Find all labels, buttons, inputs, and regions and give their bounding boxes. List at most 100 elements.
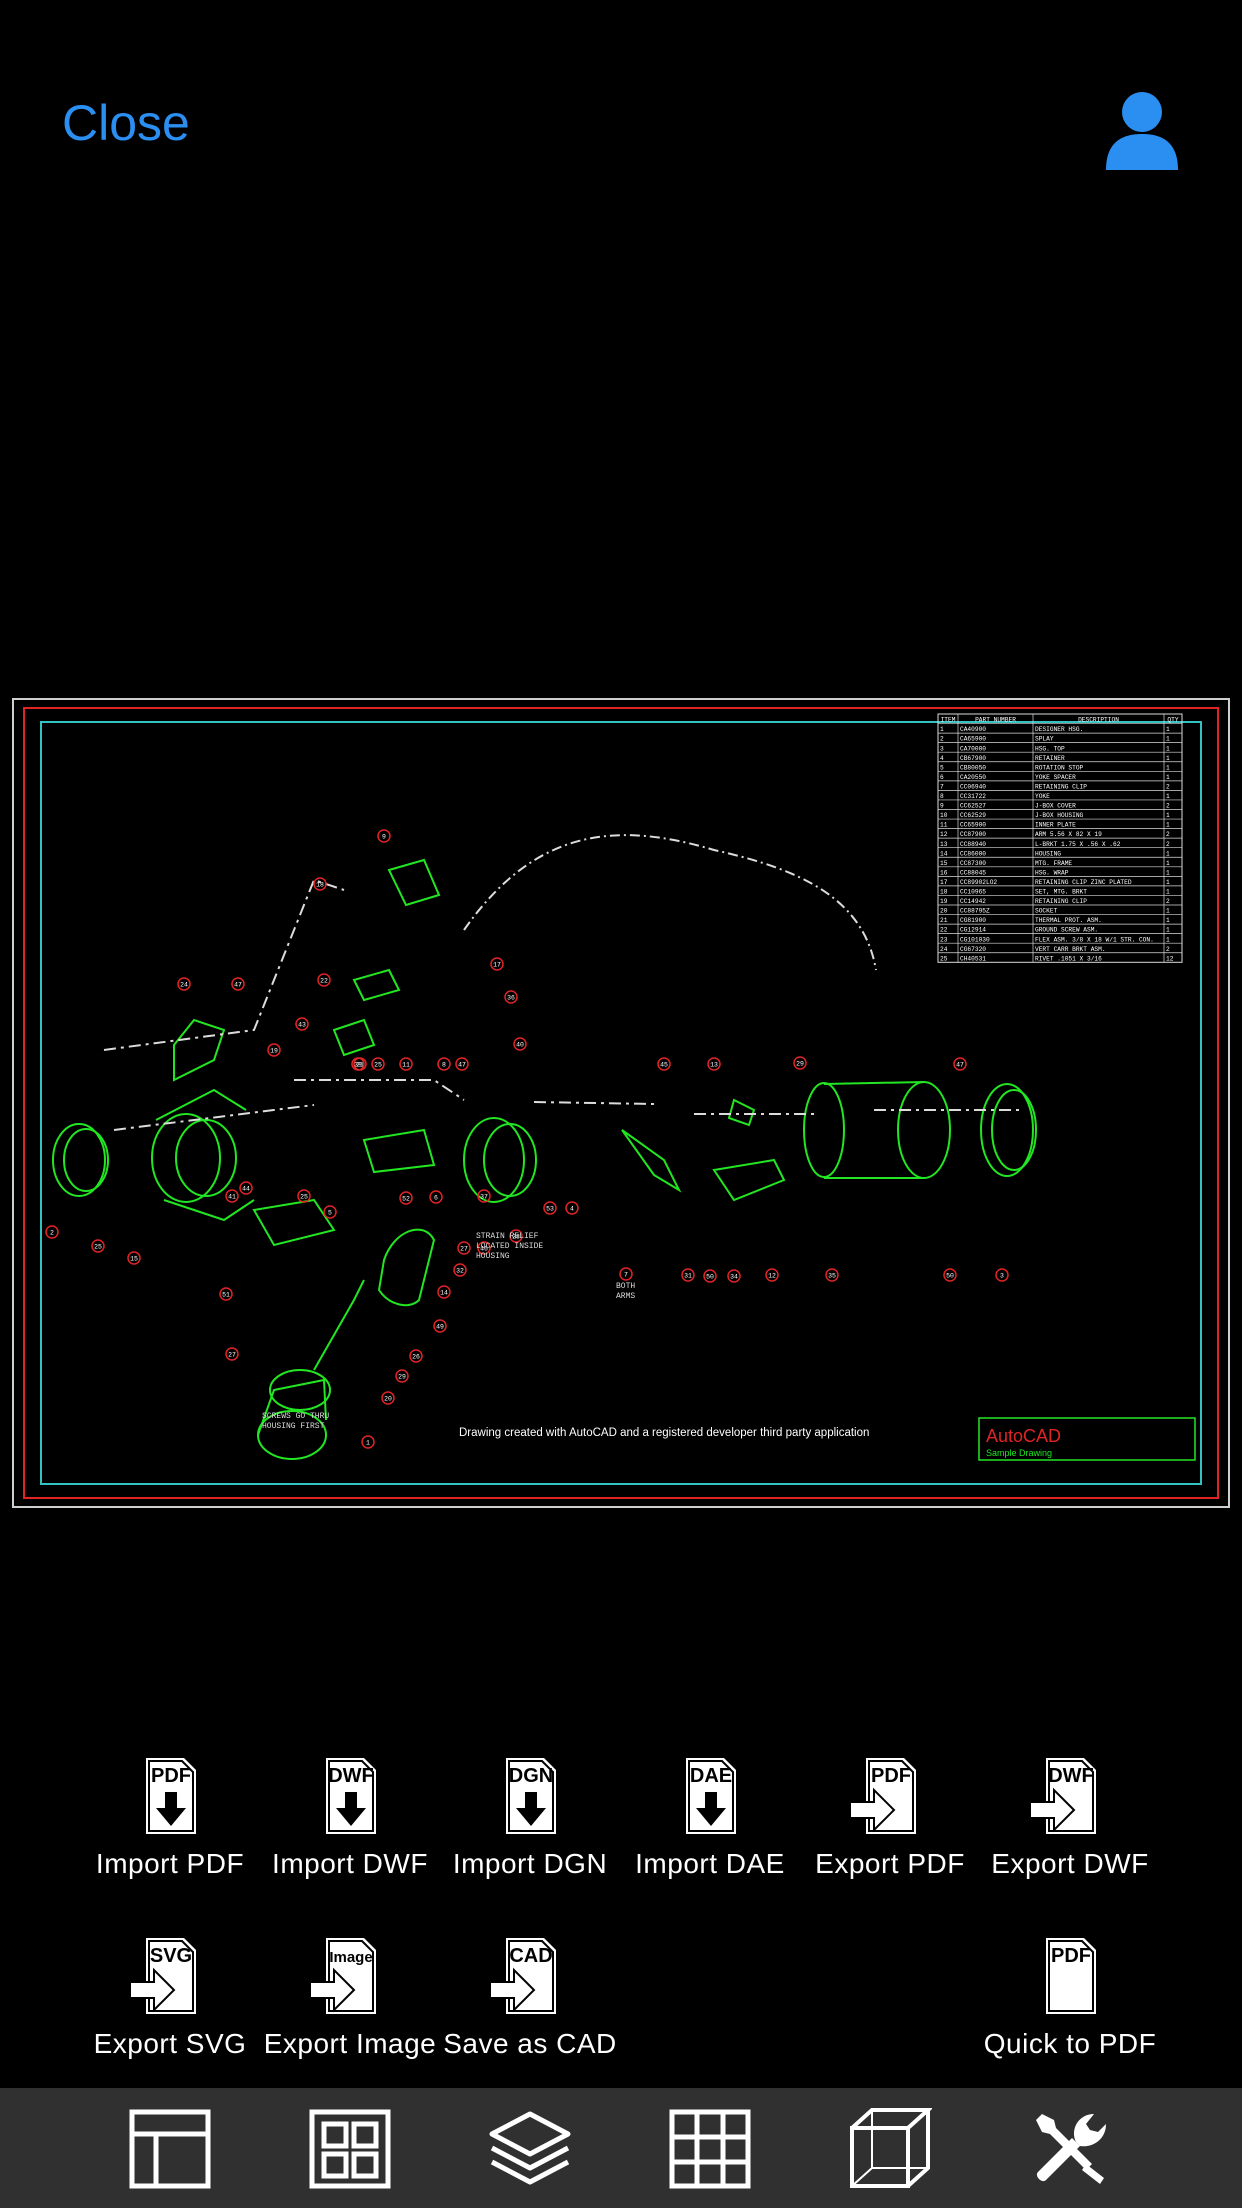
- table-cell: 23: [940, 936, 948, 943]
- cube-icon[interactable]: [848, 2106, 932, 2190]
- file-type-label: PDF: [871, 1765, 911, 1787]
- balloon: [455, 1057, 469, 1071]
- table-cell: CC62529: [960, 812, 986, 819]
- layout-icon[interactable]: [128, 2106, 212, 2190]
- balloon: [91, 1239, 105, 1253]
- balloon: [513, 1037, 527, 1051]
- table-cell: 4: [940, 755, 944, 762]
- balloon-label: 19: [270, 1048, 278, 1055]
- outer-border: [23, 707, 1219, 1499]
- table-cell: 1: [1166, 860, 1170, 867]
- balloon: [351, 1057, 365, 1071]
- export-pdf-button[interactable]: PDF Export PDF: [800, 1756, 980, 1880]
- balloon: [409, 1349, 423, 1363]
- balloon: [399, 1057, 413, 1071]
- quick-to-pdf-label: Quick to PDF: [983, 2028, 1157, 2059]
- balloon: [177, 977, 191, 991]
- table-cell: CC62527: [960, 803, 986, 810]
- file-type-label: Image: [329, 1949, 372, 1966]
- import-file-icon: DWF: [326, 1758, 376, 1834]
- table-cell: 22: [940, 927, 948, 934]
- table-cell: J-BOX COVER: [1035, 803, 1076, 810]
- balloon-label: 36: [507, 995, 515, 1002]
- balloon-label: 11: [402, 1062, 410, 1069]
- table-cell: 10: [940, 812, 948, 819]
- balloon-label: 45: [660, 1062, 668, 1069]
- table-cell: CA70000: [960, 745, 986, 752]
- table-header-cell: PART NUMBER: [975, 717, 1016, 724]
- balloon: [793, 1056, 807, 1070]
- table-cell: GROUND SCREW ASM.: [1035, 927, 1098, 934]
- note-strain-3: HOUSING: [476, 1252, 510, 1261]
- four-grid-icon[interactable]: [308, 2106, 392, 2190]
- table-cell: CG67320: [960, 946, 986, 953]
- export-file-icon: PDF: [850, 1758, 916, 1834]
- balloon-label: 51: [222, 1292, 230, 1299]
- balloon-label: 17: [493, 962, 501, 969]
- balloon-label: 5: [328, 1210, 332, 1217]
- balloon: [313, 877, 327, 891]
- table-cell: 2: [940, 736, 944, 743]
- balloon-label: 35: [828, 1273, 836, 1280]
- balloon-label: 47: [956, 1062, 964, 1069]
- table-cell: CC86000: [960, 850, 986, 857]
- table-cell: CC88940: [960, 841, 986, 848]
- table-cell: 1: [1166, 726, 1170, 733]
- bottom-toolbar: [0, 2088, 1242, 2208]
- table-cell: 1: [1166, 736, 1170, 743]
- balloon-label: 18: [316, 882, 324, 889]
- balloon: [437, 1285, 451, 1299]
- table-cell: 1: [1166, 764, 1170, 771]
- balloon-label: 24: [180, 982, 188, 989]
- balloon-label: 13: [710, 1062, 718, 1069]
- balloon-label: 29: [796, 1061, 804, 1068]
- layers-icon[interactable]: [488, 2106, 572, 2190]
- balloon-label: 43: [298, 1022, 306, 1029]
- nine-grid-icon[interactable]: [668, 2106, 752, 2190]
- balloon: [657, 1057, 671, 1071]
- balloon: [371, 1057, 385, 1071]
- balloon: [437, 1057, 451, 1071]
- import-dae-label: Import DAE: [635, 1848, 785, 1879]
- table-cell: MTG. FRAME: [1035, 860, 1072, 867]
- table-cell: 24: [940, 946, 948, 953]
- table-cell: RETAINING CLIP: [1035, 783, 1087, 790]
- balloon-label: 40: [516, 1042, 524, 1049]
- close-button[interactable]: Close: [62, 95, 190, 151]
- balloon: [995, 1268, 1009, 1282]
- tools-icon[interactable]: [1028, 2106, 1112, 2190]
- balloon: [361, 1435, 375, 1449]
- table-cell: 11: [940, 822, 948, 829]
- balloon-label: 3: [1000, 1273, 1004, 1280]
- balloon: [703, 1269, 717, 1283]
- table-header-cell: DESCRIPTION: [1078, 717, 1119, 724]
- balloon-label: 26: [412, 1354, 420, 1361]
- export-pdf-label: Export PDF: [815, 1848, 965, 1879]
- balloon: [565, 1201, 579, 1215]
- table-cell: L-BRKT 1.75 X .56 X .62: [1035, 841, 1121, 848]
- quick-to-pdf-button[interactable]: PDF Quick to PDF: [980, 1936, 1160, 2060]
- balloon: [225, 1189, 239, 1203]
- balloon: [429, 1190, 443, 1204]
- save-as-cad-label: Save as CAD: [443, 2028, 617, 2059]
- balloon-label: 8: [442, 1062, 446, 1069]
- table-header-cell: ITEM: [941, 717, 956, 724]
- file-icon: PDF: [1046, 1938, 1096, 2014]
- user-icon[interactable]: [1104, 90, 1180, 170]
- table-cell: 2: [1166, 841, 1170, 848]
- table-cell: 1: [1166, 869, 1170, 876]
- table-cell: 1: [1166, 755, 1170, 762]
- table-cell: 9: [940, 803, 944, 810]
